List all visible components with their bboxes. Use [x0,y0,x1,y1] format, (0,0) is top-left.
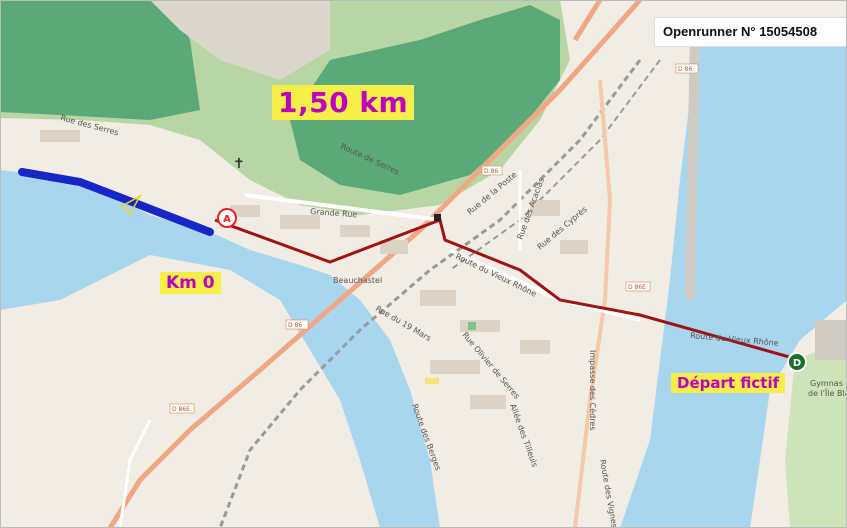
km0-badge: Km 0 [160,272,221,294]
marker-d-circle [787,352,807,372]
marker-a-circle [217,208,237,228]
road-grande-rue [244,193,441,222]
railway-line [218,59,642,528]
road-d86 [107,0,642,528]
label-gymnasium-1: Gymnas [810,379,843,388]
marker-a-label: A [223,214,231,225]
road-north [572,0,603,42]
badge-d86-2: D 86 [288,322,302,329]
river-rhone [620,30,847,528]
distance-badge: 1,50 km [272,85,415,120]
road-d86e [573,79,613,528]
island-east [785,340,847,528]
forest-west [0,0,200,120]
dam-wall [685,30,700,300]
route-red-line [214,217,801,362]
marker-d[interactable]: D [787,352,807,372]
river-west [0,170,440,528]
badge-d86: D 86 [484,168,498,175]
church-icon: ✝ [233,156,245,172]
direction-arrow-icon [120,194,142,216]
gymnasium-building [815,320,847,360]
yellow-building [425,378,439,384]
road-badges: D 86 D 86 D 86E D 86E D 86 [169,63,699,414]
road-sw [118,419,152,528]
forest-east [290,5,560,195]
start-badge: Départ fictif [671,373,786,393]
railway-line-2 [449,59,661,271]
label-gymnasium-2: de l'Île Bla [808,387,847,398]
openrunner-label: Openrunner N° 15054508 [654,17,847,47]
building-icon [434,214,441,221]
hill-bare [150,0,330,80]
badge-d86-3: D 86 [678,66,692,73]
label-impasse-cedres: Impasse des Cèdres [588,350,598,430]
marker-a[interactable]: A [217,208,237,228]
badge-d86e-2: D 86E [172,406,190,413]
green-plot [468,322,476,330]
marker-d-label: D [793,358,801,369]
label-grande-rue: Grande Rue [310,207,358,219]
badge-d86e: D 86E [628,284,646,291]
route-blue-segment [18,168,214,236]
label-beauchastel: Beauchastel [333,276,382,285]
